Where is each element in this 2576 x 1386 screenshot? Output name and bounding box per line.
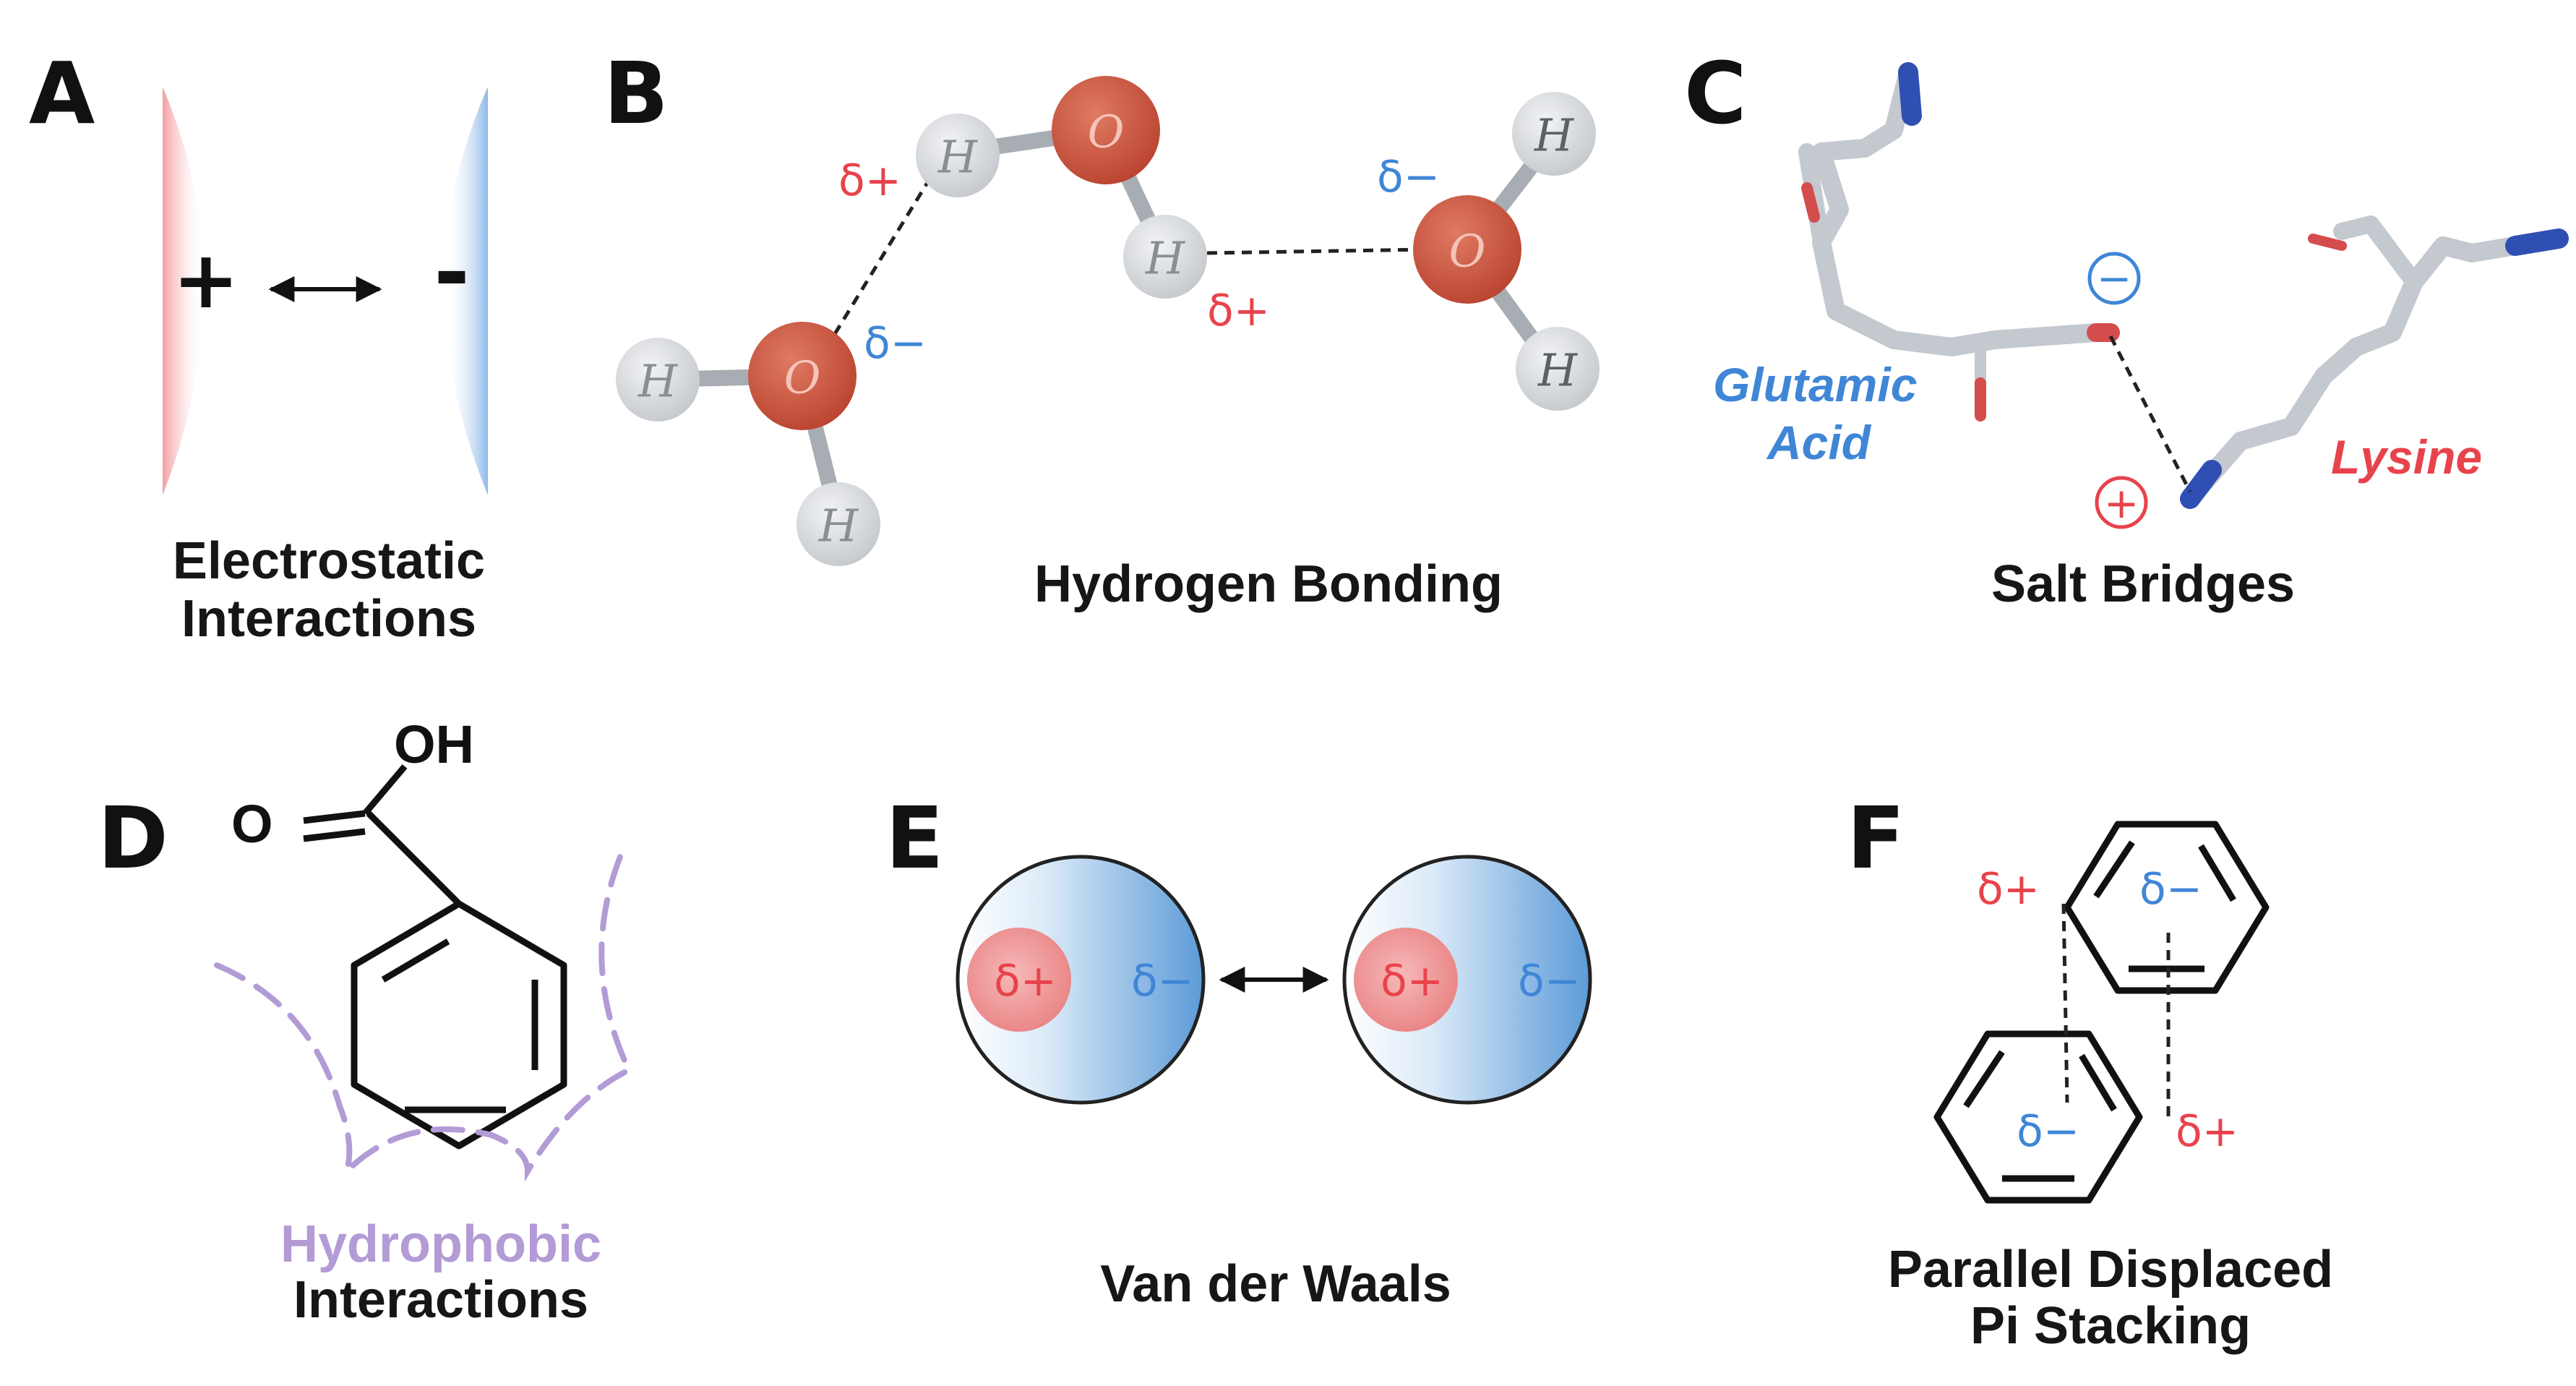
oxygen-atom <box>1413 195 1521 304</box>
caption-electrostatic-line1: Electrostatic <box>173 532 485 590</box>
hydrogen-label: H <box>1145 232 1186 285</box>
partial-positive-label: δ+ <box>838 155 901 206</box>
caption-hydrophobic-line1: Hydrophobic <box>280 1215 601 1273</box>
caption-pi-stacking-line1: Parallel Displaced <box>1888 1241 2333 1299</box>
lysine-label: Lysine <box>2331 430 2482 484</box>
minus-sign: - <box>434 223 470 323</box>
negative-charge-symbol: − <box>2097 254 2132 303</box>
hydrophobic-shell <box>214 850 633 1182</box>
panel-letter-f: F <box>1847 788 1905 888</box>
caption-van-der-waals: Van der Waals <box>1100 1255 1451 1313</box>
partial-negative-label: δ− <box>2139 864 2202 915</box>
panel-a: A + - Electrostatic Interactions <box>29 43 488 648</box>
partial-negative-label: δ− <box>1377 152 1440 202</box>
panel-c: C − + Glutamic Acid Lysin <box>1684 43 2569 613</box>
salt-bridge-bond <box>2108 335 2192 493</box>
panel-letter-e: E <box>885 788 944 888</box>
glutamic-acid-label: Glutamic <box>1713 358 1917 411</box>
oxygen-label: O <box>1088 106 1125 158</box>
glutamic-acid-structure <box>1798 62 2120 422</box>
oxygen-label: O <box>784 351 821 404</box>
caption-salt-bridges: Salt Bridges <box>1991 555 2295 613</box>
hydrogen-atom <box>916 114 1000 197</box>
panel-f: F δ+ δ− δ− δ+ Parallel Displaced Pi Stac… <box>1847 788 2333 1355</box>
panel-letter-d: D <box>98 788 168 888</box>
oxygen-atom <box>748 322 856 430</box>
partial-positive-core-left <box>967 928 1071 1032</box>
partial-negative-label: δ− <box>864 318 927 369</box>
hydrogen-bond <box>1206 247 1428 255</box>
partial-negative-label: δ− <box>1131 956 1194 1006</box>
glutamic-acid-label-line2: Acid <box>1766 416 1872 469</box>
hydrogen-atom <box>1516 327 1600 411</box>
partial-positive-label: δ+ <box>2176 1106 2238 1157</box>
positive-charge-icon <box>2095 476 2148 529</box>
caption-pi-stacking-line2: Pi Stacking <box>1970 1297 2251 1355</box>
hydrogen-atom <box>797 482 880 566</box>
plus-sign: + <box>173 234 239 326</box>
negative-charge-icon <box>2087 252 2141 305</box>
hydrogen-atom <box>1123 215 1207 299</box>
benzene-ring-bottom <box>1933 1030 2143 1204</box>
positive-charge-field <box>163 87 205 495</box>
partial-positive-label: δ+ <box>1381 956 1443 1006</box>
panel-b: B H O H H O H <box>604 43 1600 613</box>
atom-right <box>1342 855 1592 1105</box>
negative-charge-field <box>445 87 488 495</box>
water-molecule-left: H O H <box>616 322 880 566</box>
hydroxyl-label: OH <box>394 714 474 774</box>
hydrogen-label: H <box>1534 109 1575 162</box>
panel-letter-a: A <box>29 43 95 143</box>
oxygen-atom <box>1052 76 1160 184</box>
water-molecule-right: O H H <box>1413 92 1600 411</box>
partial-positive-core-right <box>1354 928 1458 1032</box>
lysine-structure <box>2180 215 2569 509</box>
hydrogen-label: H <box>637 355 679 408</box>
panel-letter-c: C <box>1684 43 1747 143</box>
positive-charge-symbol: + <box>2104 479 2139 528</box>
partial-negative-label: δ− <box>1518 956 1581 1006</box>
benzoic-acid-structure <box>303 764 567 1150</box>
partial-positive-label: δ+ <box>1207 286 1270 336</box>
partial-positive-label: δ+ <box>994 956 1057 1006</box>
oxygen-label: O <box>1449 225 1486 278</box>
atom-left <box>956 855 1206 1105</box>
hydrogen-label: H <box>818 500 859 552</box>
caption-hydrogen-bonding: Hydrogen Bonding <box>1034 555 1503 613</box>
hydrogen-atom <box>616 338 700 422</box>
panel-letter-b: B <box>604 43 669 143</box>
caption-electrostatic-line2: Interactions <box>181 590 476 648</box>
hydrogen-label: H <box>1537 344 1579 397</box>
carbonyl-oxygen-label: O <box>231 794 273 854</box>
hydrogen-label: H <box>937 131 979 184</box>
hydrogen-atom <box>1512 92 1596 176</box>
stacking-interaction <box>2061 903 2069 1103</box>
caption-hydrophobic-line2: Interactions <box>293 1271 588 1329</box>
panel-d: D O OH Hydrophobic Interactions <box>98 714 633 1329</box>
water-molecule-middle: H O H <box>916 76 1207 299</box>
partial-negative-label: δ− <box>2017 1106 2079 1157</box>
partial-positive-label: δ+ <box>1977 864 2040 915</box>
panel-e: E δ+ δ− δ+ δ− Van der Waals <box>885 788 1592 1313</box>
benzene-ring-top <box>2064 821 2270 994</box>
